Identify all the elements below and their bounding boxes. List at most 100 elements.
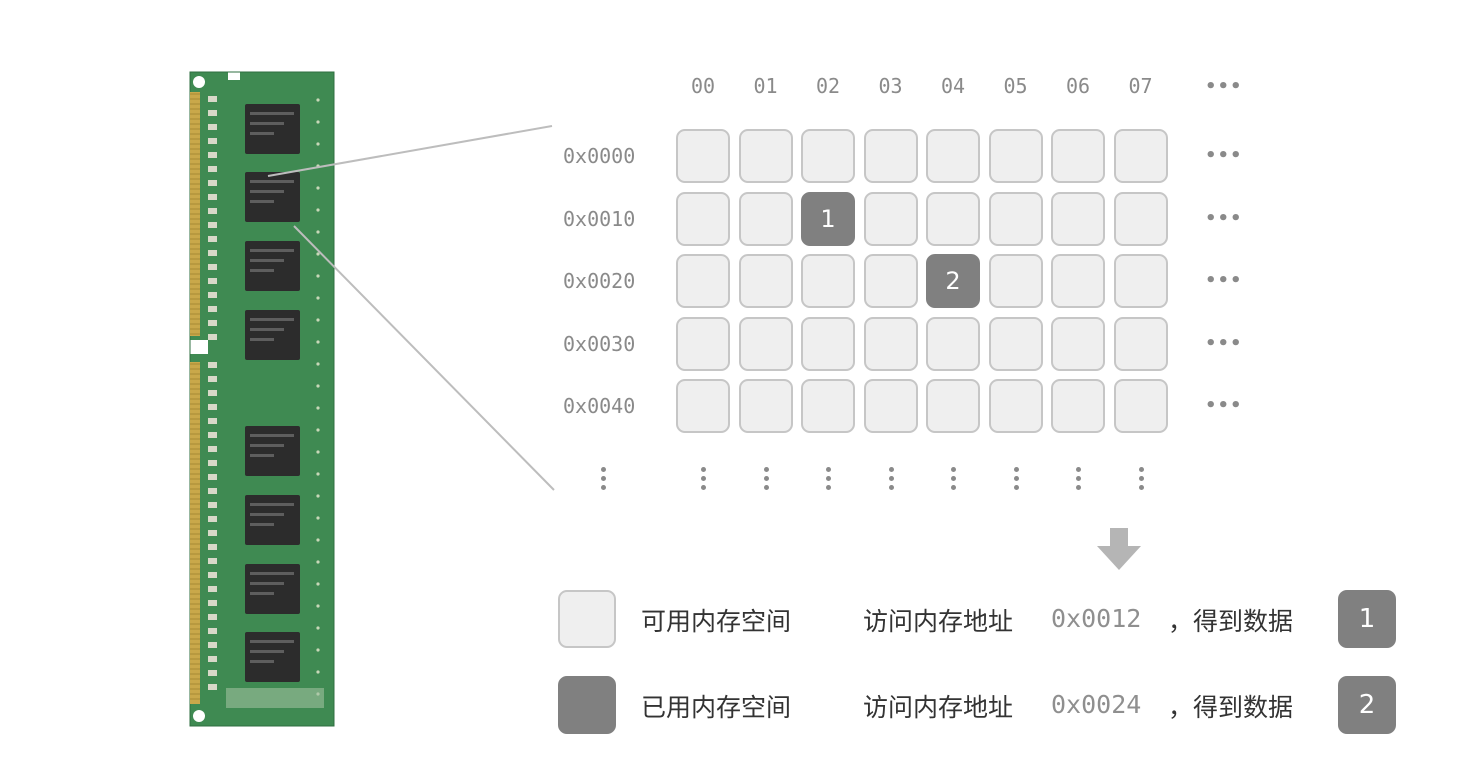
via-dot <box>316 252 320 256</box>
column-label: 00 <box>690 74 716 98</box>
access-data-1: 1 <box>1338 590 1396 648</box>
memory-cell-free <box>863 316 918 371</box>
column-label: 03 <box>878 74 903 98</box>
row-ellipsis-mark: ••• <box>1205 207 1243 229</box>
memory-cell-free <box>738 254 793 308</box>
smd-part <box>208 390 217 396</box>
smd-part <box>208 264 217 270</box>
smd-part <box>208 642 217 648</box>
contact-lines <box>190 93 200 700</box>
memory-cell-free <box>738 316 793 371</box>
row-label: 0x0000 <box>563 144 636 168</box>
smd-part <box>208 124 217 130</box>
vertical-ellipsis-mark <box>826 467 831 494</box>
via-dot <box>316 670 320 674</box>
memory-chip <box>245 104 300 154</box>
smd-components <box>208 96 320 696</box>
smd-part <box>208 460 217 466</box>
smd-part <box>208 614 217 620</box>
via-dot <box>316 208 320 212</box>
smd-part <box>208 180 217 186</box>
via-dot <box>316 274 320 278</box>
legend-free-swatch <box>558 590 616 648</box>
smd-part <box>208 320 217 326</box>
smd-part <box>208 306 217 312</box>
via-dot <box>316 582 320 586</box>
smd-part <box>208 208 217 214</box>
via-dot <box>316 142 320 146</box>
arrow-down-icon <box>1097 528 1141 570</box>
smd-part <box>208 656 217 662</box>
smd-part <box>208 684 217 690</box>
memory-cell-free <box>988 191 1043 246</box>
legend-used-label: 已用内存空间 <box>641 693 792 722</box>
row-label: 0x0010 <box>563 206 636 231</box>
smd-part <box>208 334 217 340</box>
access-prefix-1: 访问内存地址 <box>863 607 1014 636</box>
smd-part <box>208 418 217 424</box>
vertical-ellipsis-mark <box>1076 467 1081 494</box>
memory-cell-free <box>1113 316 1168 371</box>
vertical-ellipsis-mark <box>888 467 894 494</box>
memory-cell-free <box>676 129 730 183</box>
memory-cell-free <box>738 191 793 246</box>
memory-cell-free <box>926 379 980 433</box>
via-dot <box>316 186 320 190</box>
memory-cell-free <box>676 379 730 433</box>
mount-hole-top <box>193 76 205 88</box>
via-dot <box>316 362 320 366</box>
smd-part <box>208 404 217 410</box>
column-label: 01 <box>753 74 778 98</box>
memory-chip <box>245 172 300 222</box>
via-dot <box>316 450 320 454</box>
via-dot <box>316 98 320 102</box>
access-suffix-2: ，得到数据 <box>1168 693 1294 722</box>
memory-cell-free <box>926 129 980 183</box>
smd-part <box>208 376 217 382</box>
memory-cell-free <box>801 129 855 183</box>
via-dot <box>316 296 320 300</box>
mount-hole-bottom <box>193 710 205 722</box>
vertical-ellipsis-mark <box>1138 467 1144 494</box>
smd-part <box>208 446 217 452</box>
row-ellipsis-mark: ••• <box>1205 270 1243 291</box>
access-address-2: 0x0024 <box>1051 690 1142 719</box>
access-suffix-1: ，得到数据 <box>1168 607 1294 636</box>
smd-part <box>208 250 217 256</box>
smd-part <box>208 222 217 228</box>
row-ellipsis-mark: ••• <box>1205 145 1243 166</box>
smd-part <box>208 516 217 522</box>
memory-cell-free <box>863 191 918 246</box>
via-dot <box>316 406 320 410</box>
memory-cell-free <box>1051 129 1105 183</box>
memory-cell-used: 2 <box>926 254 980 308</box>
smd-part <box>208 488 217 494</box>
smd-part <box>208 572 217 578</box>
access-prefix-2: 访问内存地址 <box>863 693 1014 722</box>
column-label: 02 <box>815 74 841 98</box>
row-label: 0x0020 <box>563 269 636 293</box>
row-ellipsis-mark: ••• <box>1205 395 1243 416</box>
via-dot <box>316 626 320 630</box>
via-dot <box>316 516 320 520</box>
column-ellipsis: ••• <box>1205 76 1243 97</box>
memory-chip <box>245 241 300 291</box>
memory-cell-free <box>738 379 793 433</box>
row-ellipsis-mark: ••• <box>1205 332 1243 354</box>
column-label: 04 <box>940 74 966 98</box>
vertical-ellipsis-mark <box>601 467 606 494</box>
smd-part <box>208 432 217 438</box>
smd-part <box>208 110 217 116</box>
row-label: 0x0040 <box>563 394 636 418</box>
memory-cell-free <box>676 254 730 308</box>
memory-chip <box>245 495 300 545</box>
gold-contacts-bottom <box>190 362 200 704</box>
smd-part <box>208 138 217 144</box>
memory-cell-free <box>988 379 1043 433</box>
column-label: 05 <box>1003 74 1028 98</box>
via-dot <box>316 120 320 124</box>
vertical-ellipsis-mark <box>1013 467 1019 494</box>
memory-cell-free <box>863 254 918 308</box>
memory-chips <box>245 104 300 682</box>
